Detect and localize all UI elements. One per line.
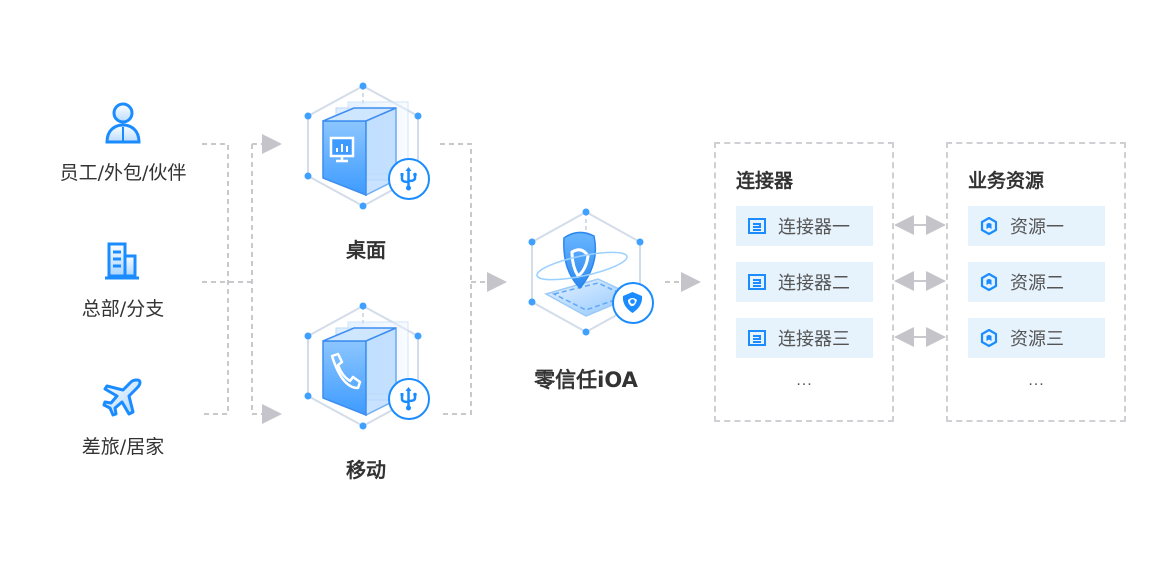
connectors-title: 连接器 — [736, 170, 794, 192]
source-label: 差旅/居家 — [81, 436, 165, 458]
connector-label: 连接器二 — [778, 273, 850, 294]
connector-label: 连接器一 — [778, 217, 850, 238]
connector-item[interactable]: 连接器一 — [736, 206, 873, 246]
source-hq: 总部/分支 — [40, 238, 206, 321]
connectors-more: ... — [796, 372, 813, 389]
resource-hexagon-icon — [980, 217, 998, 235]
endpoint-desktop: 桌面 — [296, 78, 436, 263]
resource-label: 资源三 — [1010, 329, 1064, 350]
phone-icon — [304, 302, 422, 430]
resource-item[interactable]: 资源一 — [968, 206, 1105, 246]
source-travel: 差旅/居家 — [40, 374, 206, 459]
desktop-monitor-icon — [304, 82, 422, 210]
connectors-panel: 连接器 连接器一 连接器二 连接器三 ... — [714, 142, 894, 422]
source-employees: 员工/外包/伙伴 — [40, 100, 206, 185]
connector-icon — [748, 274, 766, 290]
ioa-badge — [612, 282, 654, 324]
connector-icon — [748, 218, 766, 234]
resource-hexagon-icon — [980, 273, 998, 291]
usb-badge — [388, 378, 430, 420]
usb-badge — [388, 158, 430, 200]
endpoint-label: 移动 — [346, 458, 386, 482]
resource-item[interactable]: 资源二 — [968, 262, 1105, 302]
resources-more: ... — [1028, 372, 1045, 389]
source-label: 员工/外包/伙伴 — [59, 162, 187, 184]
person-icon — [105, 102, 141, 144]
endpoint-label: 桌面 — [346, 238, 386, 262]
resource-label: 资源一 — [1010, 217, 1064, 238]
shield-icon — [528, 208, 644, 336]
ioa-logo-icon — [622, 292, 643, 313]
endpoint-merge — [440, 143, 472, 415]
source-line-1 — [202, 143, 229, 415]
core-label: 零信任iOA — [534, 368, 638, 392]
airplane-icon — [102, 378, 142, 417]
building-icon — [105, 242, 139, 280]
resources-title: 业务资源 — [968, 170, 1045, 192]
resource-item[interactable]: 资源三 — [968, 318, 1105, 358]
resource-label: 资源二 — [1010, 273, 1064, 294]
resources-panel: 业务资源 资源一 资源二 资源三 ... — [946, 142, 1126, 422]
core-ioa: 零信任iOA — [516, 204, 656, 394]
connector-label: 连接器三 — [778, 329, 850, 350]
resource-hexagon-icon — [980, 329, 998, 347]
usb-icon — [400, 167, 417, 191]
connector-item[interactable]: 连接器二 — [736, 262, 873, 302]
endpoint-mobile: 移动 — [296, 298, 436, 483]
usb-icon — [400, 387, 417, 411]
connector-item[interactable]: 连接器三 — [736, 318, 873, 358]
connector-icon — [748, 330, 766, 346]
source-label: 总部/分支 — [81, 298, 165, 320]
